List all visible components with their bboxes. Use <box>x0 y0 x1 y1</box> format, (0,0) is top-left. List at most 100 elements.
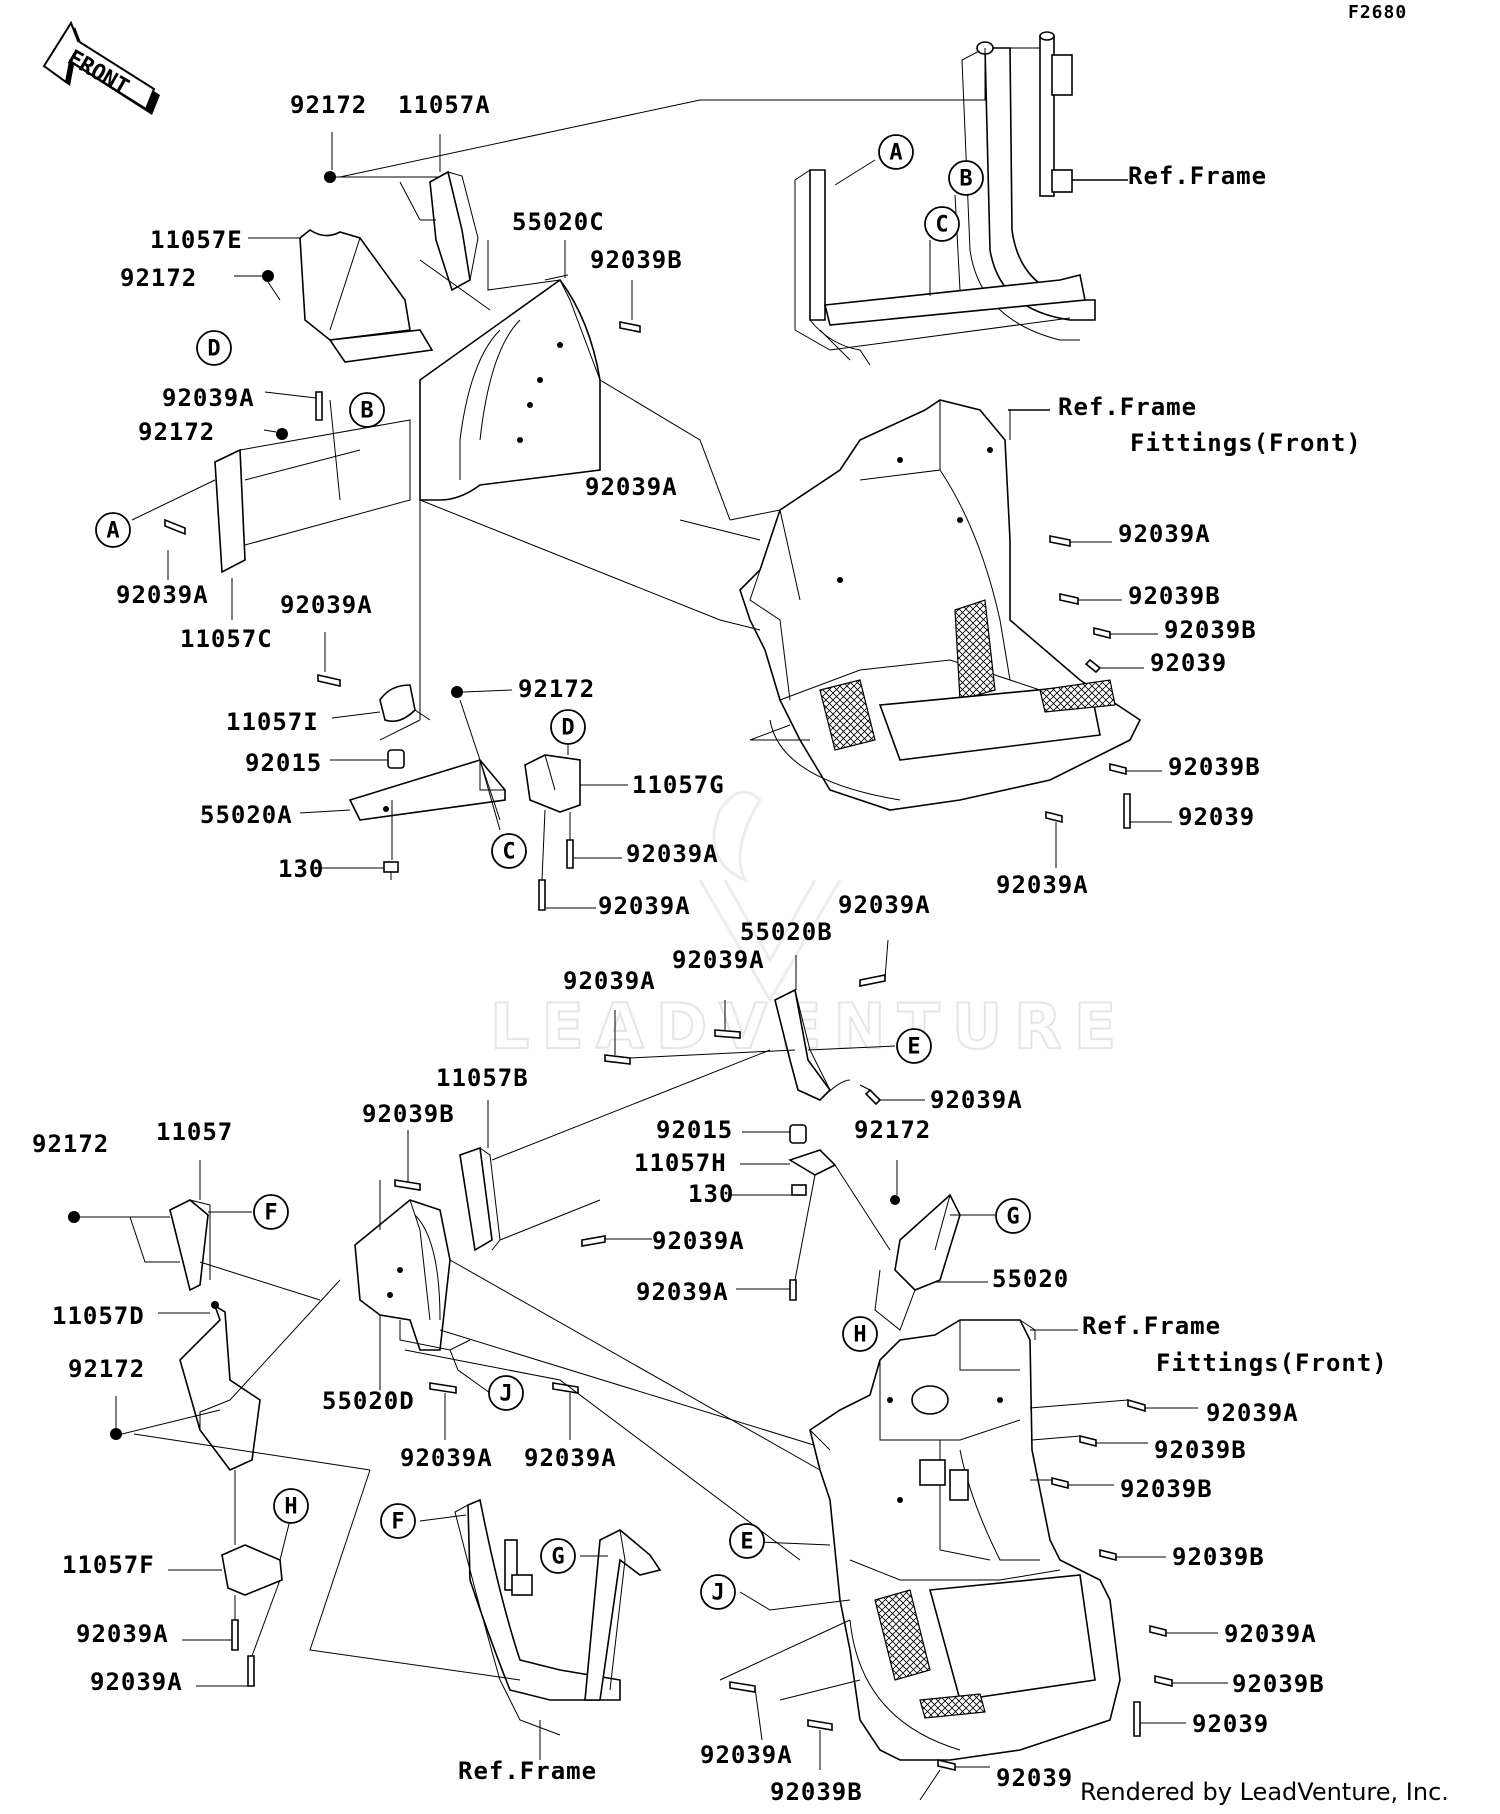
part-label: 92039A <box>1224 1620 1317 1648</box>
part-label: 92172 <box>120 264 197 292</box>
letter-marker: H <box>273 1488 309 1524</box>
part-label: 92039A <box>626 840 719 868</box>
part-label: Ref.Frame <box>1058 393 1197 421</box>
part-label: Fittings(Front) <box>1130 429 1362 457</box>
part-label: 92039B <box>1172 1543 1265 1571</box>
letter-marker-label: J <box>711 1581 724 1606</box>
bracket-11057b-icon <box>459 1049 771 1252</box>
part-label: 92039A <box>636 1278 729 1306</box>
pin-92039b-left-icon <box>394 1130 421 1191</box>
letter-marker-label: B <box>959 167 972 192</box>
part-label: 11057E <box>150 226 243 254</box>
part-label: 92039A <box>930 1086 1023 1114</box>
part-label: 92039A <box>400 1444 493 1472</box>
letter-marker-circle <box>878 134 914 170</box>
part-label: 92039A <box>162 384 255 412</box>
letter-marker-circle <box>948 160 984 196</box>
letter-marker-label: G <box>1006 1205 1019 1230</box>
part-label: 92039 <box>1178 803 1255 831</box>
footwell-upper-icon <box>679 399 1172 868</box>
part-label: 92172 <box>290 91 367 119</box>
figure-code: F2680 <box>1348 2 1407 23</box>
part-label: 11057H <box>634 1149 727 1177</box>
part-label: 92039A <box>90 1668 183 1696</box>
part-label: 92039A <box>996 871 1089 899</box>
letter-marker: D <box>196 330 232 366</box>
letter-marker-label: D <box>561 716 574 741</box>
bracket-11057i-icon <box>317 632 431 723</box>
part-label: 92039A <box>116 581 209 609</box>
letter-marker-label: E <box>907 1035 920 1060</box>
ref-frame-upper-icon <box>700 31 1128 366</box>
part-label: 92039A <box>524 1444 617 1472</box>
letter-marker-circle <box>550 709 586 745</box>
letter-marker: A <box>878 134 914 170</box>
part-label: 11057F <box>62 1551 155 1579</box>
part-label: Ref.Frame <box>458 1757 597 1785</box>
part-label: 130 <box>688 1180 734 1208</box>
letter-marker-circle <box>349 392 385 428</box>
part-label: 92039A <box>585 473 678 501</box>
pin-92039b-icon <box>619 280 641 333</box>
part-label: 92039A <box>1118 520 1211 548</box>
part-label: 11057B <box>436 1064 529 1092</box>
letter-marker: D <box>550 709 586 745</box>
letter-marker: F <box>380 1503 416 1539</box>
panel-55020c-icon <box>379 240 731 741</box>
bracket-11057a-icon <box>324 99 701 292</box>
part-label: 11057A <box>398 91 491 119</box>
part-label: 92039A <box>700 1741 793 1769</box>
part-label: 55020C <box>512 208 605 236</box>
part-label: 92039B <box>1154 1436 1247 1464</box>
letter-marker: J <box>488 1375 524 1411</box>
part-label: 11057D <box>52 1302 145 1330</box>
part-label: 92039A <box>1206 1399 1299 1427</box>
letter-marker-circle <box>491 833 527 869</box>
part-label: 92039 <box>996 1764 1073 1792</box>
letter-marker-circle <box>700 1574 736 1610</box>
bracket-11057f-icon <box>168 1470 291 1687</box>
letter-marker: B <box>948 160 984 196</box>
letter-marker-circle <box>540 1538 576 1574</box>
letter-marker-label: H <box>284 1495 297 1520</box>
letter-marker-circle <box>196 330 232 366</box>
letter-marker: E <box>729 1523 765 1559</box>
letter-marker-circle <box>273 1488 309 1524</box>
footwell-lower-icon <box>719 1319 1228 1801</box>
letter-marker-label: D <box>207 337 220 362</box>
letter-marker: E <box>896 1028 932 1064</box>
part-label: 92172 <box>68 1355 145 1383</box>
part-label: 92039A <box>76 1620 169 1648</box>
part-label: 92039A <box>652 1227 745 1255</box>
letter-marker: J <box>700 1574 736 1610</box>
part-label: 92039A <box>598 892 691 920</box>
part-label: 92039B <box>362 1100 455 1128</box>
part-label: 92039A <box>563 967 656 995</box>
letter-marker-circle <box>896 1028 932 1064</box>
part-label: 92039A <box>672 946 765 974</box>
front-arrow-icon: FRONT <box>42 20 160 115</box>
letter-marker-circle <box>488 1375 524 1411</box>
part-label: Ref.Frame <box>1128 162 1267 190</box>
letter-marker-label: G <box>551 1545 564 1570</box>
part-label: Ref.Frame <box>1082 1312 1221 1340</box>
letter-marker-label: F <box>264 1201 277 1226</box>
letter-marker: B <box>349 392 385 428</box>
bracket-11057e-icon <box>234 229 491 363</box>
part-label: 92039B <box>1232 1670 1325 1698</box>
letter-marker: H <box>842 1316 878 1352</box>
part-label: 92039 <box>1192 1710 1269 1738</box>
part-label: 11057G <box>632 771 725 799</box>
part-label: 92039B <box>1164 616 1257 644</box>
letter-marker-label: A <box>889 141 902 166</box>
part-label: 92039B <box>590 246 683 274</box>
bracket-55020b-icon <box>604 939 925 1106</box>
credit-text: Rendered by LeadVenture, Inc. <box>1080 1778 1449 1806</box>
bracket-11057d-icon <box>110 1279 371 1471</box>
letter-marker-label: F <box>391 1510 404 1535</box>
watermark-text: LEADVENTURE <box>490 990 1128 1063</box>
part-label: 92039B <box>1128 582 1221 610</box>
